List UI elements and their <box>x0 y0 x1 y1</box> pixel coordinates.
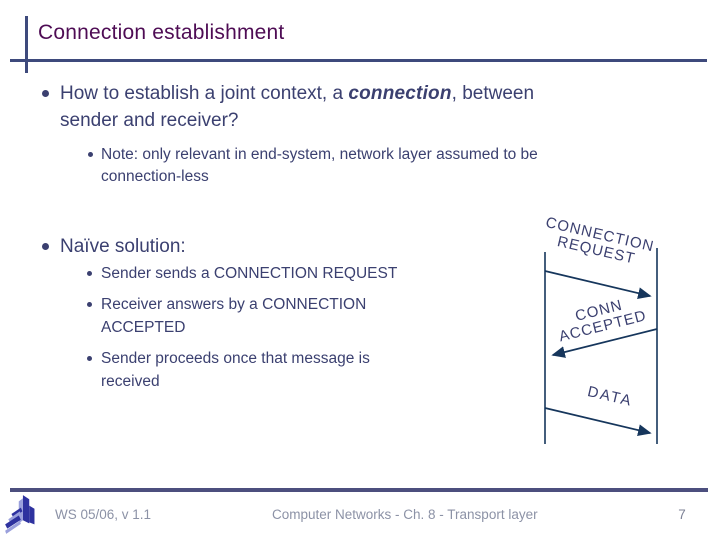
bullet-question-prefix: How to establish a joint context, a <box>60 83 349 104</box>
arrow-conn-accepted <box>551 328 658 358</box>
bullet-question-suffix: , between <box>451 83 535 104</box>
bullet-icon <box>42 243 49 250</box>
footer-page-number: 7 <box>678 507 686 522</box>
bullet-icon <box>88 152 93 157</box>
bullet-icon <box>74 347 101 393</box>
bullet-note: Note: only relevant in end-system, netwo… <box>101 144 661 188</box>
bullet-step-list: Sender sends a CONNECTION REQUEST Receiv… <box>74 262 474 401</box>
footer-course-title: Computer Networks - Ch. 8 - Transport la… <box>272 507 538 522</box>
list-item: Sender sends a CONNECTION REQUEST <box>74 262 474 285</box>
bullet-question: How to establish a joint context, a conn… <box>60 80 675 134</box>
bullet-icon <box>74 262 101 285</box>
step-1-text: Sender sends a CONNECTION REQUEST <box>101 265 398 282</box>
bullet-icon <box>74 293 101 339</box>
bullet-icon <box>42 90 49 97</box>
arrow-connection-request <box>544 270 652 300</box>
page-title: Connection establishment <box>38 21 285 44</box>
sequence-diagram <box>544 248 658 444</box>
bullet-note-line1: Note: only relevant in end-system, netwo… <box>101 146 538 163</box>
title-accent-tick <box>25 16 28 73</box>
bullet-question-emphasis: connection <box>348 83 452 104</box>
title-divider <box>10 59 707 62</box>
university-logo <box>5 495 35 534</box>
arrow-data <box>544 407 652 437</box>
footer-version: WS 05/06, v 1.1 <box>55 507 152 522</box>
footer-divider <box>10 488 708 492</box>
bullet-naive: Naïve solution: <box>60 236 186 257</box>
bullet-question-line2: sender and receiver? <box>60 110 239 131</box>
bullet-note-line2: connection-less <box>101 168 209 185</box>
